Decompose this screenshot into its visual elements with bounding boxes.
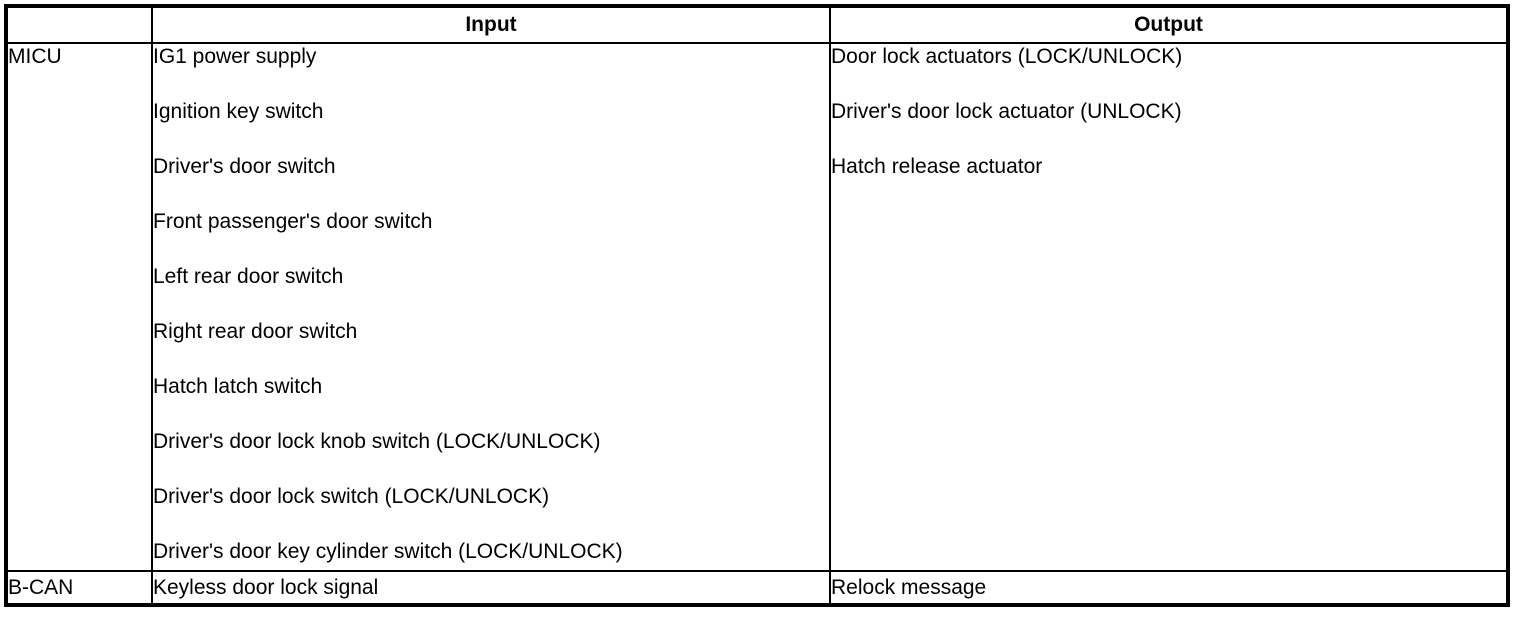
header-output-cell: Output [829, 5, 1509, 44]
input-item: Hatch latch switch [153, 375, 323, 398]
input-item: Driver's door lock switch (LOCK/UNLOCK) [153, 485, 550, 508]
input-item: IG1 power supply [153, 45, 317, 68]
output-item: Hatch release actuator [831, 155, 1043, 178]
input-item: Driver's door lock knob switch (LOCK/UNL… [153, 430, 601, 453]
header-source-cell [5, 5, 153, 44]
input-item: Driver's door key cylinder switch (LOCK/… [153, 540, 623, 563]
input-item: Right rear door switch [153, 320, 358, 343]
source-label-micu: MICU [5, 42, 153, 572]
source-label-bcan: B-CAN [5, 570, 153, 606]
bcan-input-cell: Keyless door lock signal [151, 570, 831, 606]
output-item: Door lock actuators (LOCK/UNLOCK) [831, 45, 1183, 68]
input-item: Ignition key switch [153, 100, 324, 123]
micu-inputs-cell: IG1 power supply Ignition key switch Dri… [151, 42, 831, 572]
input-item: Left rear door switch [153, 265, 344, 288]
output-item: Relock message [831, 575, 987, 599]
input-item: Driver's door switch [153, 155, 336, 178]
bcan-output-cell: Relock message [829, 570, 1509, 606]
output-item: Driver's door lock actuator (UNLOCK) [831, 100, 1182, 123]
input-item: Front passenger's door switch [153, 210, 433, 233]
table-row-micu: MICU IG1 power supply Ignition key switc… [5, 42, 1509, 572]
header-input-cell: Input [151, 5, 831, 44]
input-item: Keyless door lock signal [153, 575, 379, 599]
micu-outputs-cell: Door lock actuators (LOCK/UNLOCK) Driver… [829, 42, 1509, 572]
table-row-bcan: B-CAN Keyless door lock signal Relock me… [5, 570, 1509, 606]
input-output-table: Input Output MICU IG1 power supply Ignit… [4, 4, 1510, 607]
header-row: Input Output [5, 5, 1509, 44]
